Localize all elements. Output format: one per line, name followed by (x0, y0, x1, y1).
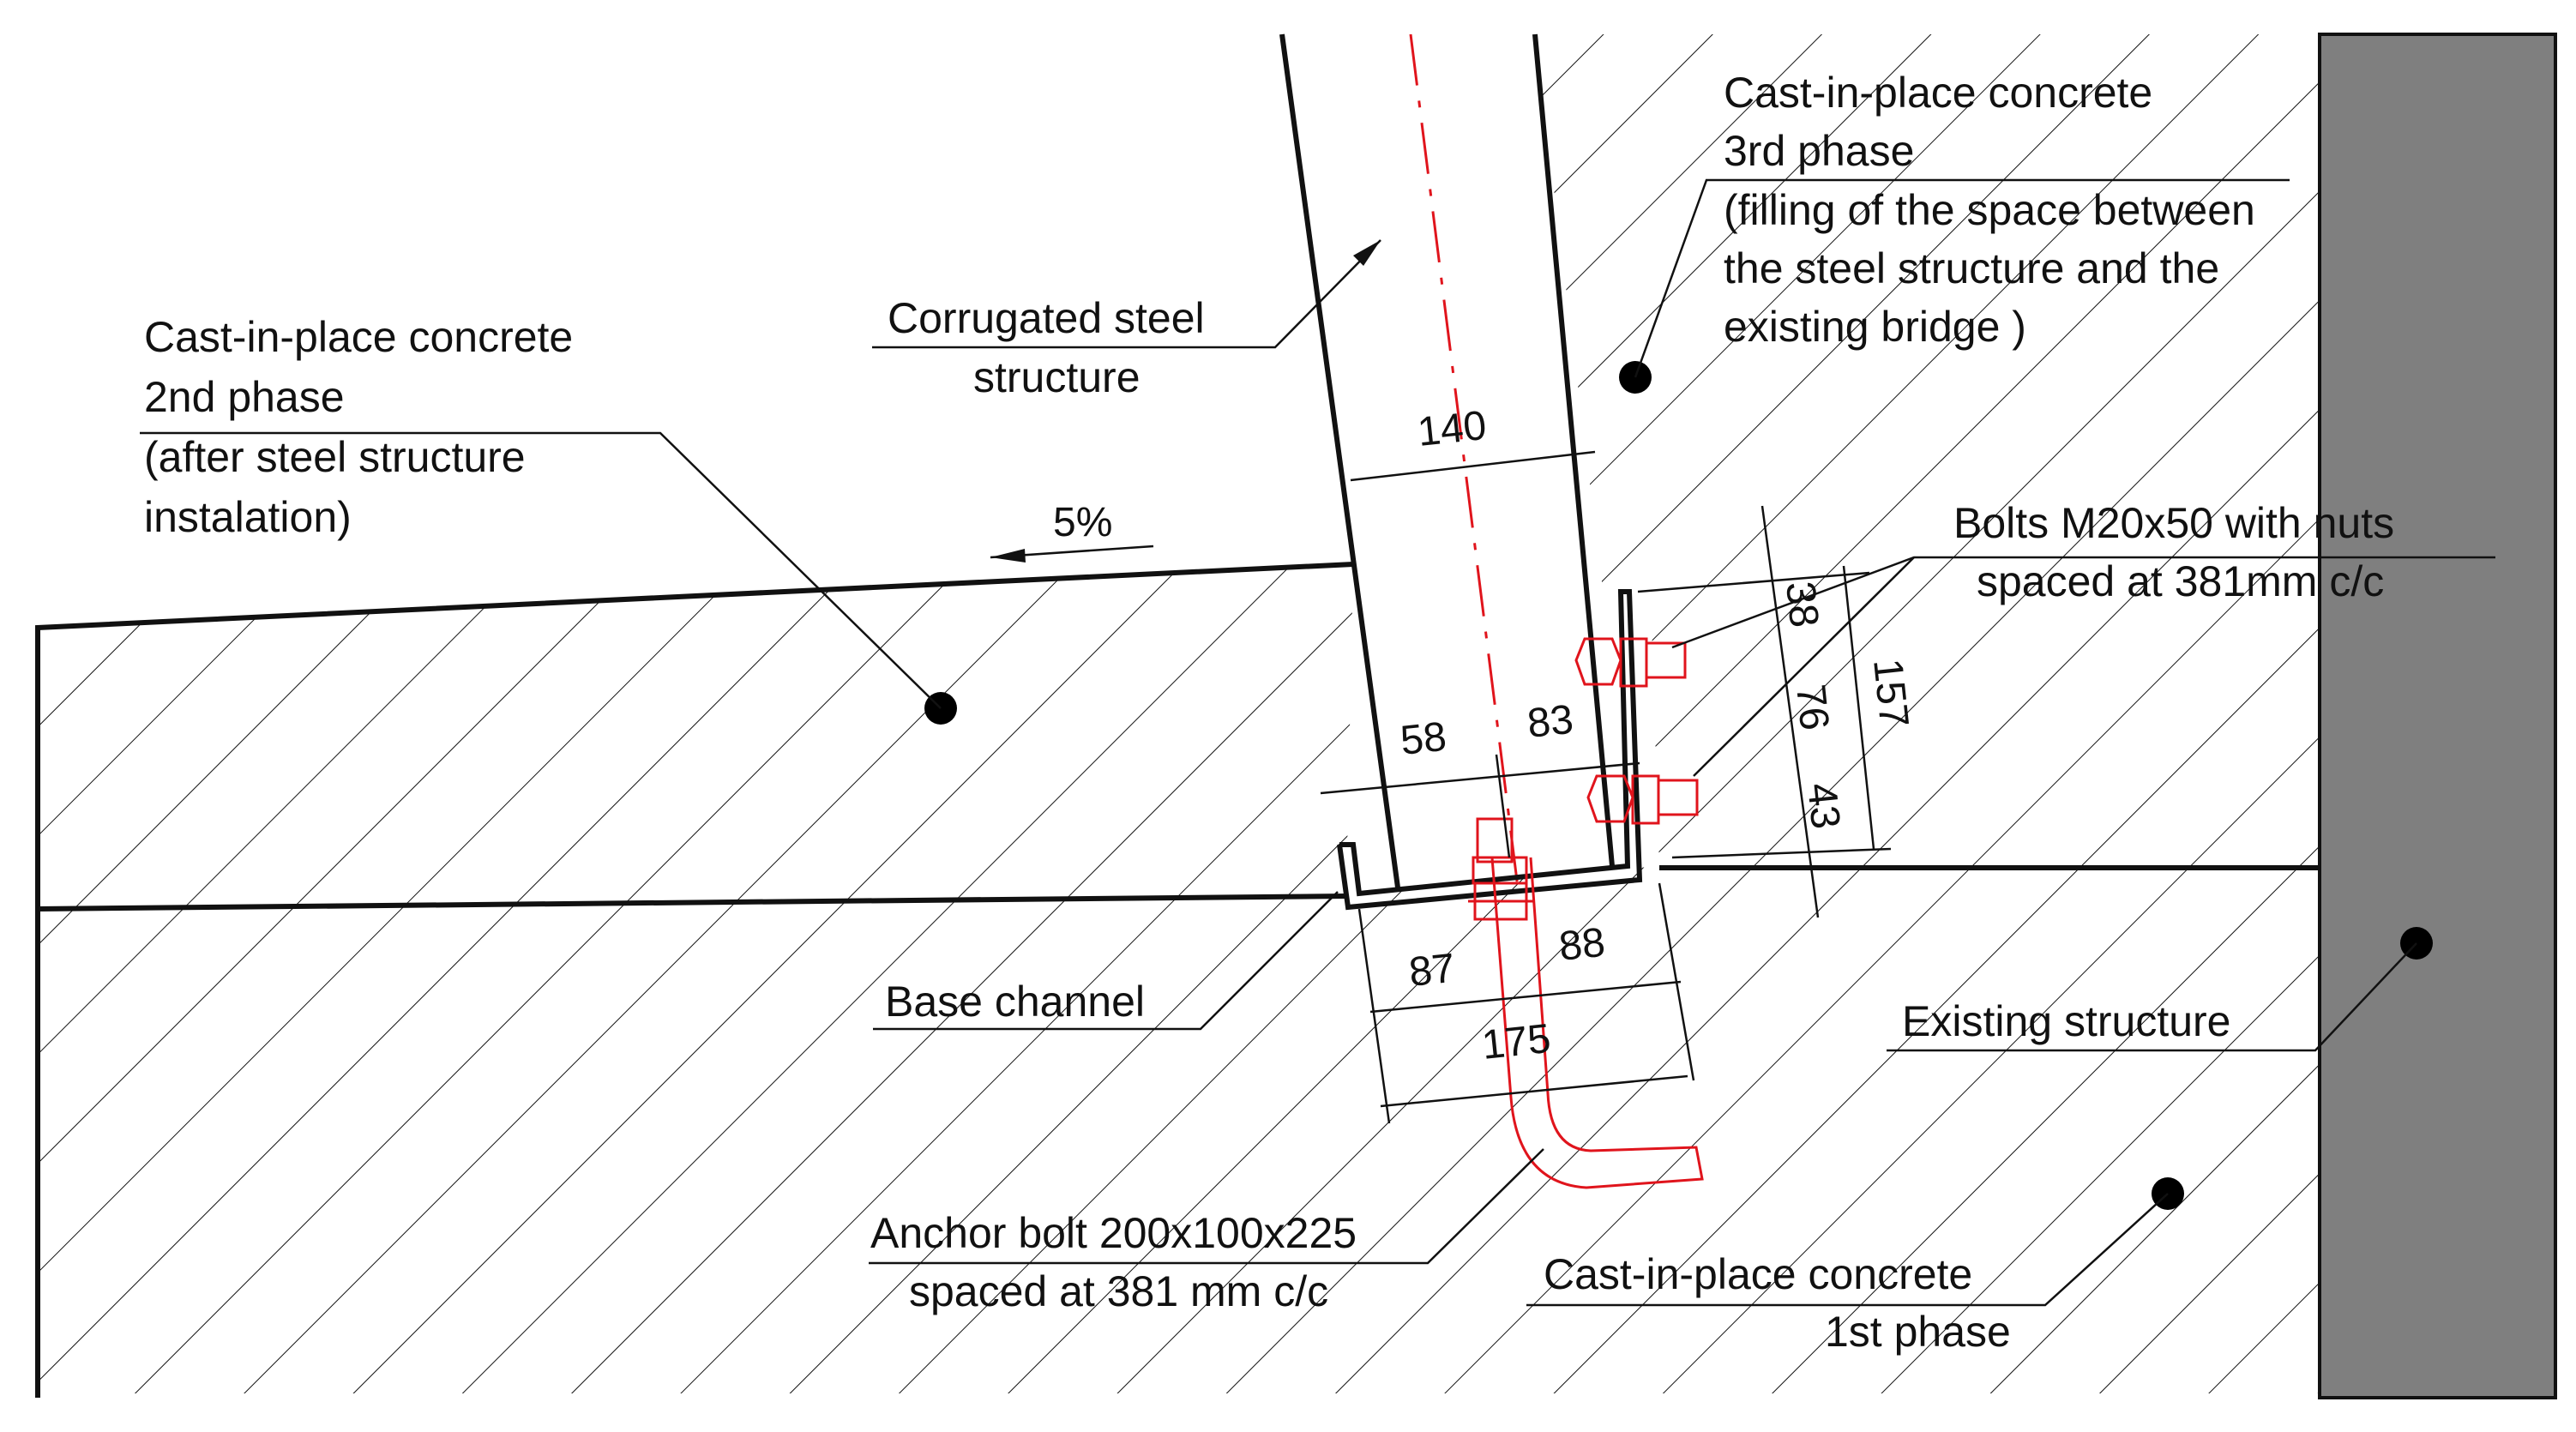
leader-2nd-phase (140, 431, 942, 709)
label-2nd-phase-line2: 2nd phase (144, 373, 345, 421)
concrete-2nd-phase-region (38, 564, 1353, 909)
concrete-3rd-phase-region (1535, 34, 2320, 866)
label-bolts-line2: spaced at 381mm c/c (1977, 557, 2384, 605)
label-anchor-line2: spaced at 381 mm c/c (909, 1267, 1328, 1315)
dim-bolt-top: 38 (1777, 580, 1827, 630)
concrete-1st-phase-top-line (37, 893, 1347, 912)
steel-centerline (1409, 33, 1520, 888)
label-3rd-phase-line4: the steel structure and the (1724, 244, 2219, 292)
label-bolts-line1: Bolts M20x50 with nuts (1953, 499, 2394, 547)
leader-corrugated (872, 239, 1381, 349)
dim-base-right: 88 (1557, 920, 1608, 970)
dim-base-total: 175 (1480, 1016, 1553, 1068)
leader-corrugated-arrow (1353, 240, 1381, 266)
leader-bolts-2 (1693, 557, 1915, 777)
label-2nd-phase-line4: instalation) (144, 493, 352, 541)
label-2nd-phase-line3: (after steel structure (144, 433, 526, 481)
label-existing-structure: Existing structure (1902, 997, 2230, 1045)
label-2nd-phase-line1: Cast-in-place concrete (144, 313, 573, 361)
leader-anchor (869, 1148, 1544, 1265)
leader-base-channel (873, 891, 1339, 1031)
label-slope: 5% (1053, 500, 1112, 545)
label-3rd-phase-line1: Cast-in-place concrete (1724, 69, 2152, 117)
slope-arrow-head (990, 549, 1026, 563)
label-corrugated-line1: Corrugated steel (888, 294, 1205, 342)
base-channel-shape (1337, 589, 1643, 911)
label-base-channel: Base channel (885, 978, 1145, 1026)
bolt-upper (1574, 637, 1687, 688)
label-1st-phase-line1: Cast-in-place concrete (1544, 1250, 1972, 1298)
anchor-bolt-drawing (1468, 817, 1704, 1189)
leader-3rd-phase (1634, 178, 2290, 378)
dim-steel-width: 140 (1416, 403, 1489, 455)
dim-base-left: 87 (1407, 946, 1458, 996)
leader-existing (1887, 942, 2417, 1052)
label-corrugated-line2: structure (973, 353, 1141, 401)
label-3rd-phase-line2: 3rd phase (1724, 127, 1914, 175)
dim-left-offset: 58 (1399, 714, 1449, 764)
label-1st-phase-line2: 1st phase (1825, 1308, 2011, 1356)
concrete-2nd-phase-outline (35, 562, 1354, 1398)
dim-right-offset: 83 (1526, 697, 1576, 747)
existing-structure-wall (2318, 33, 2557, 1399)
leader-1st-phase (1526, 1193, 2169, 1307)
bolt-lower (1586, 774, 1699, 825)
label-3rd-phase-line5: existing bridge ) (1724, 303, 2026, 351)
label-anchor-line1: Anchor bolt 200x100x225 (870, 1209, 1357, 1257)
label-3rd-phase-line3: (filling of the space between (1724, 186, 2255, 234)
dim-bolt-spacing: 76 (1787, 683, 1837, 733)
concrete-1st-phase-region (38, 866, 2320, 1393)
steel-wall-left (1279, 33, 1400, 888)
dim-bolt-bottom: 43 (1798, 781, 1848, 832)
dim-bolt-total: 157 (1864, 657, 1917, 730)
steel-wall-right (1532, 33, 1615, 867)
